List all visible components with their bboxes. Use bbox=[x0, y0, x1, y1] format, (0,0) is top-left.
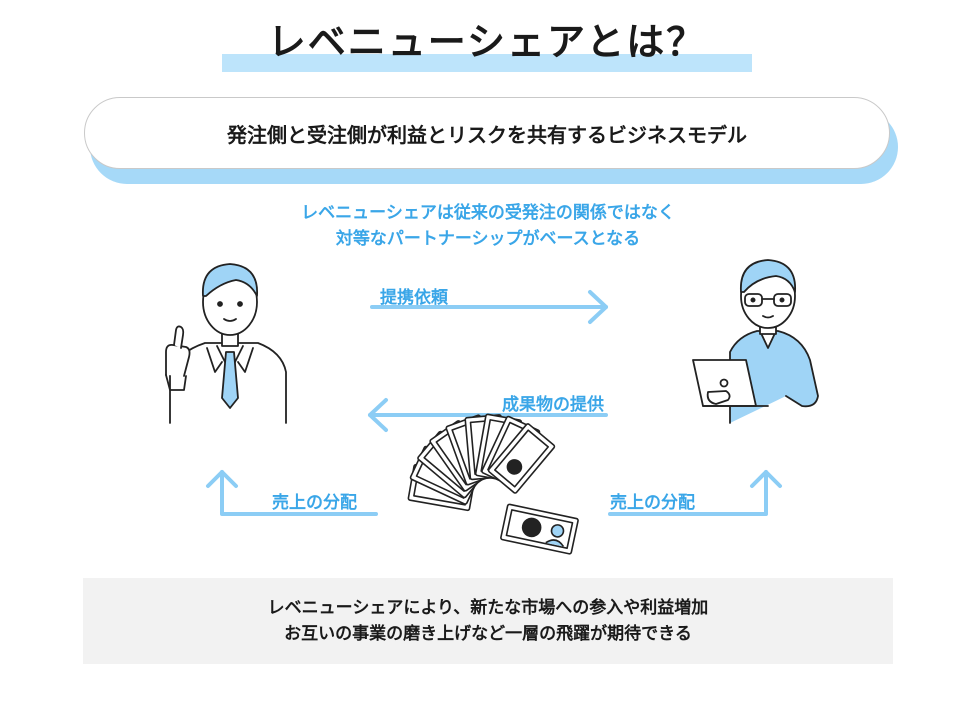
request-label: 提携依頼 bbox=[380, 283, 448, 308]
conclusion-line-2: お互いの事業の磨き上げなど一層の飛躍が期待できる bbox=[284, 621, 692, 647]
engineer-with-laptop-icon bbox=[693, 260, 818, 423]
share-right-label: 売上の分配 bbox=[610, 488, 695, 513]
conclusion-line-1: レベニューシェアにより、新たな市場への参入や利益増加 bbox=[268, 595, 709, 621]
businessman-pointing-icon bbox=[166, 264, 286, 423]
deliverable-label: 成果物の提供 bbox=[474, 390, 604, 415]
banknotes-stack-icon bbox=[408, 414, 578, 554]
conclusion-panel: レベニューシェアにより、新たな市場への参入や利益増加 お互いの事業の磨き上げなど… bbox=[83, 578, 893, 664]
share-left-label: 売上の分配 bbox=[272, 488, 357, 513]
